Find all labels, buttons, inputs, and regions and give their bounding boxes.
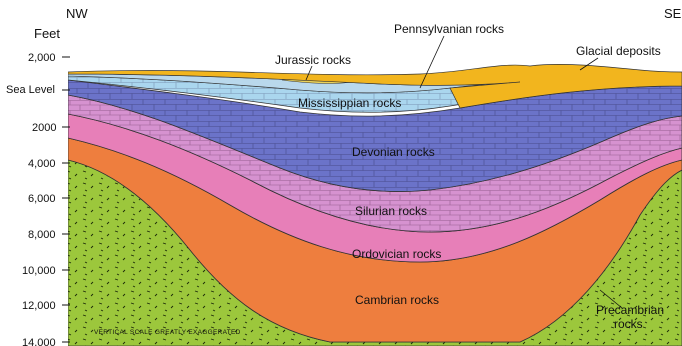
- label-silurian: Silurian rocks: [355, 204, 427, 218]
- axis-unit-label: Feet: [34, 26, 60, 41]
- tick-label: 6,000: [28, 193, 56, 205]
- compass-se: SE: [664, 6, 682, 21]
- label-devonian: Devonian rocks: [352, 145, 435, 159]
- label-precambrian-line1: Precambrian: [596, 303, 664, 317]
- tick-label: 4,000: [28, 158, 56, 170]
- vertical-scale-note: VERTICAL SCALE GREATLY EXAGGERATED: [94, 329, 241, 336]
- label-ordovician: Ordovician rocks: [352, 247, 441, 261]
- tick-label: 10,000: [22, 265, 56, 277]
- label-precambrian-line2: rocks: [614, 317, 643, 331]
- tick-label: 2000: [32, 122, 56, 134]
- label-cambrian: Cambrian rocks: [355, 293, 439, 307]
- label-jurassic: Jurassic rocks: [275, 53, 351, 67]
- tick-label: 2,000: [28, 52, 56, 64]
- tick-label: 12,000: [22, 300, 56, 312]
- label-pennsylvanian: Pennsylvanian rocks: [394, 22, 504, 36]
- compass-nw: NW: [66, 6, 88, 21]
- tick-label: 14,000: [22, 337, 56, 346]
- label-mississippian: Mississippian rocks: [298, 96, 401, 110]
- depth-axis: 2,000 Sea Level 2000 4,000 6,000 8,000 1…: [6, 52, 70, 346]
- tick-label: 8,000: [28, 229, 56, 241]
- tick-label: Sea Level: [6, 84, 55, 96]
- label-glacial: Glacial deposits: [576, 44, 661, 58]
